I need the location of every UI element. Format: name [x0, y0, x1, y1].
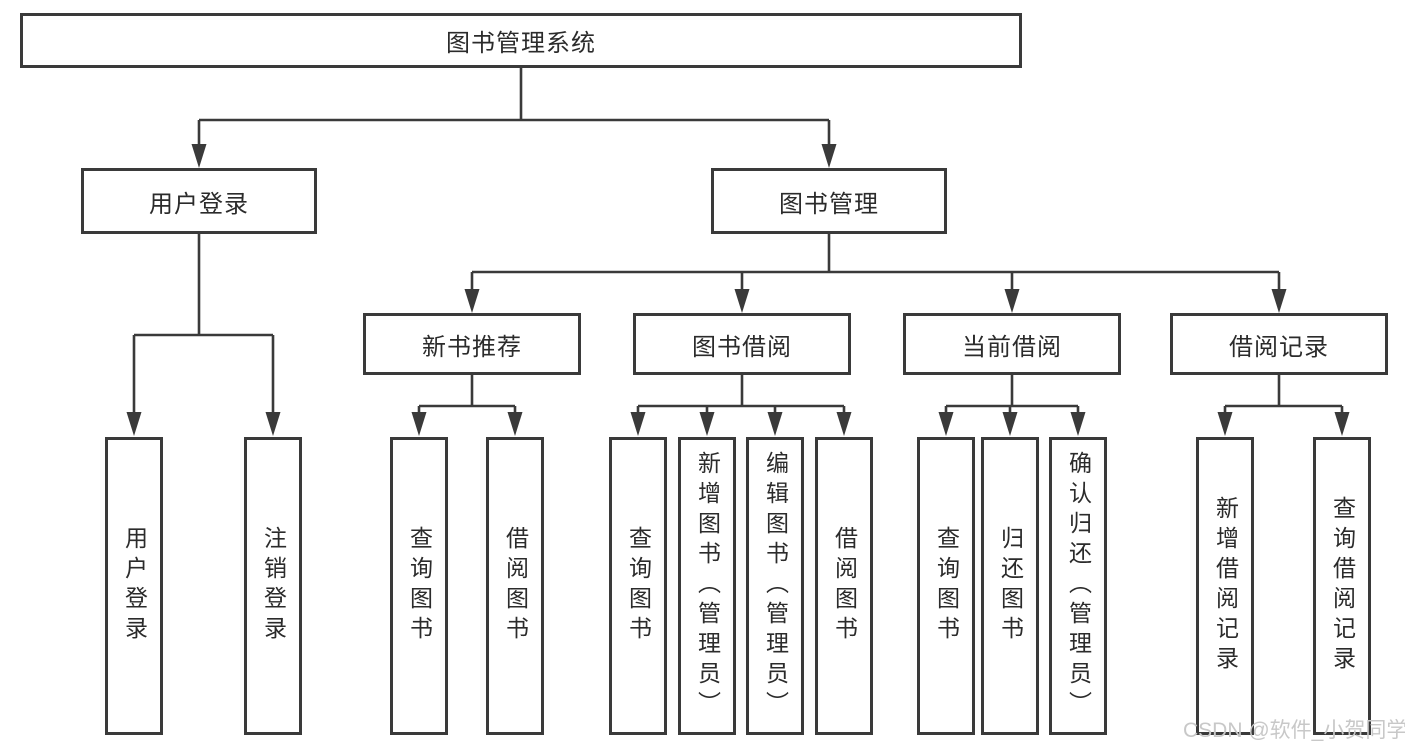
leaf-user-login: 用户登录 [105, 437, 163, 735]
leaf-query-books-current: 查询图书 [917, 437, 975, 735]
vertical-label: 查询图书 [406, 526, 433, 646]
connector-borrow-records-children [1217, 375, 1350, 436]
leaf-logout: 注销登录 [244, 437, 302, 735]
vertical-label: 确认归还（管理员） [1065, 451, 1092, 721]
connector-current-borrow-children [938, 375, 1086, 436]
vertical-label: 借阅图书 [502, 526, 529, 646]
connector-root-to-level2 [191, 68, 837, 168]
leaf-borrow-books-recommend: 借阅图书 [486, 437, 544, 735]
leaf-query-books-recommend: 查询图书 [390, 437, 448, 735]
vertical-label: 归还图书 [997, 526, 1024, 646]
connector-new-book-children [411, 375, 523, 436]
watermark: CSDN @软件_小贺同学 [1183, 719, 1405, 742]
vertical-label: 查询图书 [933, 526, 960, 646]
vertical-label: 用户登录 [121, 526, 148, 646]
leaf-add-borrow-record: 新增借阅记录 [1196, 437, 1254, 735]
vertical-label: 借阅图书 [831, 526, 858, 646]
connector-user-login-children [126, 234, 281, 436]
leaf-borrow-books: 借阅图书 [815, 437, 873, 735]
vertical-label: 注销登录 [260, 526, 287, 646]
node-borrow-records: 借阅记录 [1170, 313, 1388, 375]
connector-book-management-children [464, 234, 1287, 313]
node-new-book-recommend: 新书推荐 [363, 313, 581, 375]
leaf-return-books: 归还图书 [981, 437, 1039, 735]
leaf-add-book-admin: 新增图书（管理员） [678, 437, 736, 735]
node-root: 图书管理系统 [20, 13, 1022, 68]
vertical-label: 新增图书（管理员） [694, 451, 721, 721]
vertical-label: 编辑图书（管理员） [762, 451, 789, 721]
node-book-management: 图书管理 [711, 168, 947, 234]
vertical-label: 查询图书 [625, 526, 652, 646]
node-user-login: 用户登录 [81, 168, 317, 234]
leaf-edit-book-admin: 编辑图书（管理员） [746, 437, 804, 735]
node-current-borrow: 当前借阅 [903, 313, 1121, 375]
leaf-query-books-borrow: 查询图书 [609, 437, 667, 735]
vertical-label: 查询借阅记录 [1329, 496, 1356, 676]
leaf-query-borrow-record: 查询借阅记录 [1313, 437, 1371, 735]
node-book-borrow: 图书借阅 [633, 313, 851, 375]
leaf-confirm-return-admin: 确认归还（管理员） [1049, 437, 1107, 735]
vertical-label: 新增借阅记录 [1212, 496, 1239, 676]
connector-book-borrow-children [630, 375, 852, 436]
